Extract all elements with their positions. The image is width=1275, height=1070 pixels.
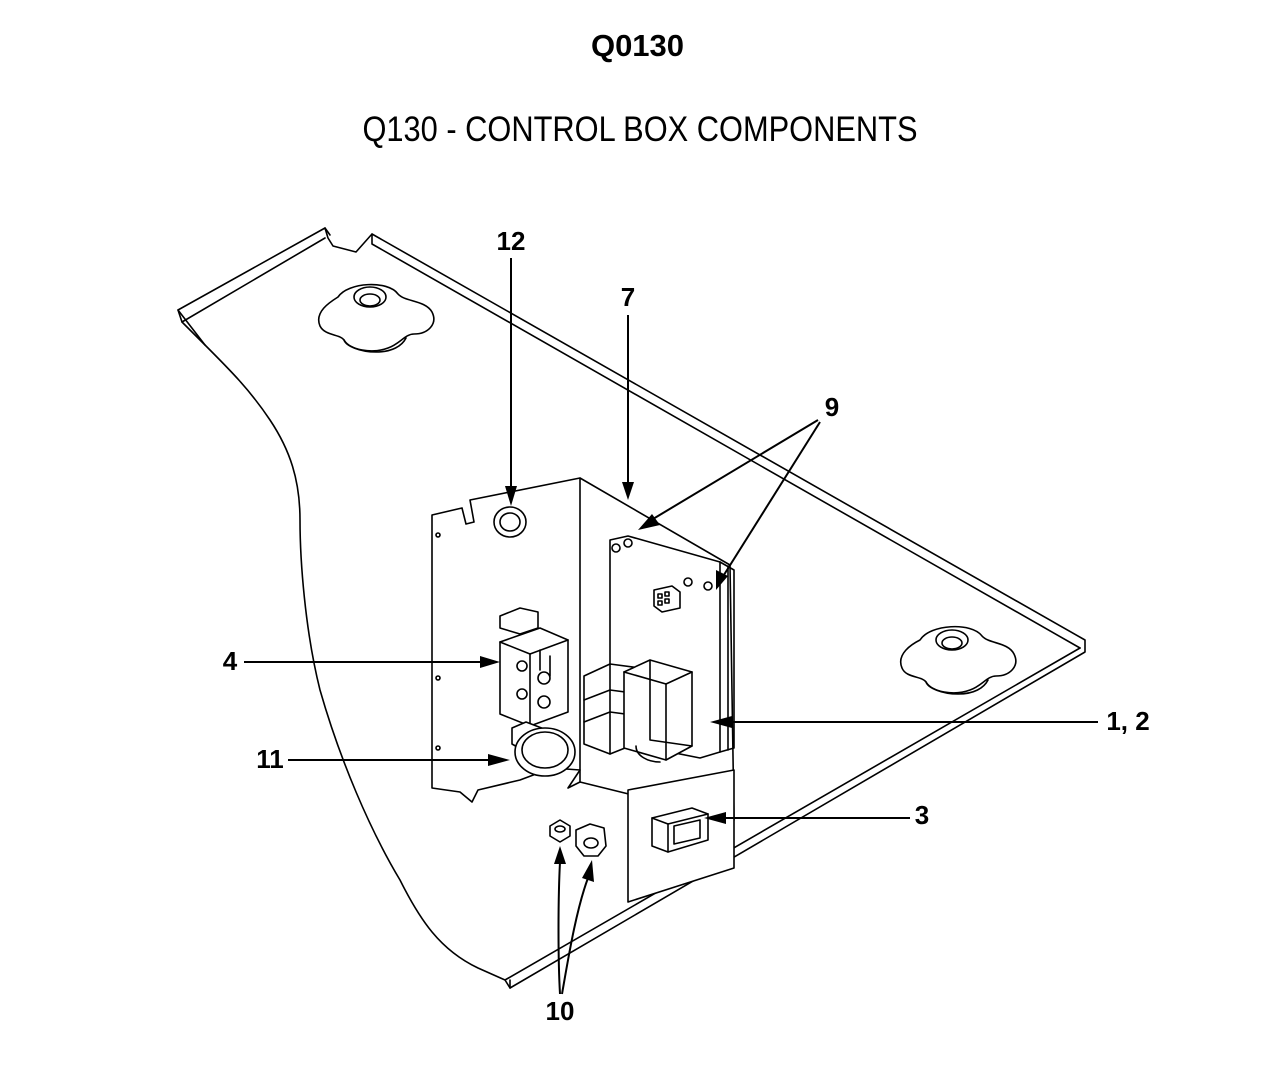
knob-left (317, 283, 435, 353)
callout-3: 3 (915, 800, 929, 830)
callout-1-2: 1, 2 (1106, 706, 1149, 736)
callout-4: 4 (223, 646, 238, 676)
callout-12: 12 (497, 226, 526, 256)
callout-10: 10 (546, 996, 575, 1026)
lower-cover-plate (627, 769, 735, 903)
grommet (493, 506, 527, 538)
callout-9: 9 (825, 392, 839, 422)
fasteners (549, 819, 607, 857)
knob-right (899, 625, 1017, 695)
leader-lines (244, 258, 1098, 995)
diagram-title: Q130 - CONTROL BOX COMPONENTS (362, 110, 918, 149)
callout-11: 11 (256, 744, 284, 774)
circuit-board (583, 535, 735, 763)
wire-ring (514, 727, 576, 777)
callout-7: 7 (621, 282, 635, 312)
callout-labels: 12 7 9 4 11 1, 2 3 10 (223, 226, 1150, 1026)
document-code: Q0130 (590, 28, 685, 63)
